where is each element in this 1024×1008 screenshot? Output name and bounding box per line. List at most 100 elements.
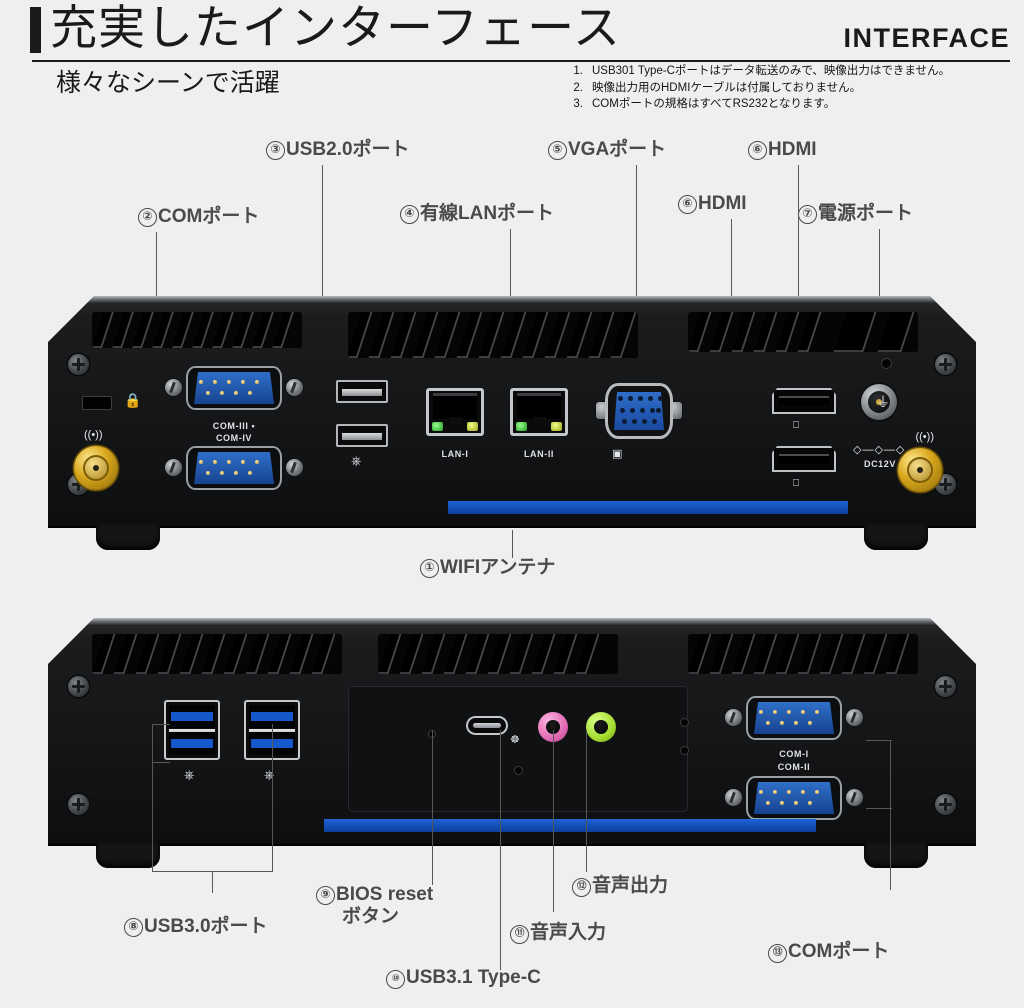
front-screw-top-left — [68, 676, 89, 697]
lock-icon: 🔒 — [124, 392, 142, 408]
callout-number-1: ① — [420, 559, 439, 578]
silk-com34-line1: COM-III • — [212, 421, 256, 431]
callout-number-13: ⑬ — [768, 944, 787, 963]
rear-foot-left — [96, 524, 160, 550]
leader-line-hdmi-upper — [798, 165, 800, 392]
callout-text: COMポート — [158, 206, 260, 227]
front-center-plate — [348, 686, 688, 812]
note-text: USB301 Type-Cポートはデータ転送のみで、映像出力はできません。 — [592, 65, 951, 77]
com1-jackscrew-left — [725, 709, 742, 726]
leader-line-usb3-tick-b — [152, 762, 170, 764]
kensington-lock-slot — [82, 396, 112, 410]
rear-vent-hole — [881, 358, 892, 369]
leader-line-com-front-tick-b — [866, 808, 892, 810]
usb3-port-stack-1 — [164, 700, 220, 760]
rear-bevel-right — [930, 296, 976, 342]
leader-line-typec — [500, 730, 502, 970]
usb2-port-bottom — [336, 424, 388, 447]
leader-line-wifi — [512, 530, 514, 558]
rear-vent-right — [688, 312, 918, 352]
dc-power-jack — [861, 384, 897, 420]
front-bevel-left — [48, 618, 94, 664]
rear-panel-device: 🔒 ((•)) ((•)) COM-III • COM-IV — [48, 296, 976, 550]
callout-text: 音声出力 — [592, 875, 669, 896]
front-foot-right — [864, 842, 928, 868]
callout-number-9: ⑨ — [316, 886, 335, 905]
title-accent-bar — [30, 7, 41, 53]
display-icon-vga: ▣ — [612, 448, 623, 460]
callout-number-7: ⑦ — [798, 205, 817, 224]
callout-text: USB3.0ポート — [144, 916, 268, 937]
usb-icon-front-2: ⎈ — [264, 767, 275, 782]
rear-screw-top-right — [935, 354, 956, 375]
rear-bevel-left — [48, 296, 94, 342]
front-hole-b — [680, 746, 689, 755]
plate-screw-icon: ☸ — [510, 734, 520, 746]
page-header: 充実したインターフェース INTERFACE — [0, 0, 1024, 62]
audio-output-jack — [586, 712, 616, 742]
front-screw-top-right — [935, 676, 956, 697]
note-number: 1. — [573, 65, 583, 77]
lan-port-1 — [426, 388, 484, 436]
leader-line-usb3-stem — [212, 871, 214, 893]
front-foot-left — [96, 842, 160, 868]
usb-icon-rear: ⎈ — [351, 453, 362, 468]
page-title-english: INTERFACE — [843, 23, 1010, 53]
silk-com1: COM-I — [779, 749, 809, 759]
callout-text: USB2.0ポート — [286, 139, 410, 160]
callout-number-2: ② — [138, 208, 157, 227]
header-divider — [32, 60, 1010, 62]
callout-number-12: ⑫ — [572, 878, 591, 897]
callout-text: VGAポート — [568, 139, 667, 160]
leader-line-bios-reset — [432, 730, 434, 885]
lan-port-2 — [510, 388, 568, 436]
silk-com2: COM-II — [777, 762, 811, 772]
callout-text: WIFIアンテナ — [440, 557, 556, 578]
display-icon-hdmi-2: ⎕ — [793, 478, 799, 489]
rear-accent-bar — [448, 501, 848, 514]
com4-jackscrew-left — [165, 459, 182, 476]
front-plate-hole — [514, 766, 523, 775]
com3-jackscrew-left — [165, 379, 182, 396]
front-top-strip — [48, 618, 976, 625]
notes-list: 1. USB301 Type-Cポートはデータ転送のみで、映像出力はできません。… — [566, 63, 1018, 113]
leader-line-audio-out — [586, 730, 588, 872]
hdmi-port-1 — [772, 388, 836, 414]
ground-icon: ⏚ — [876, 394, 890, 410]
callout-text: 音声入力 — [530, 922, 607, 943]
usb31-typec-port — [468, 718, 506, 733]
front-panel-device: ⎈ ⎈ ☸ COM-I COM — [48, 618, 976, 868]
callout-text: USB3.1 Type-C — [406, 967, 541, 988]
rear-screw-bottom-right — [935, 474, 956, 495]
front-screw-bottom-right — [935, 794, 956, 815]
front-vent-left — [92, 634, 342, 674]
audio-input-jack — [538, 712, 568, 742]
front-hole-a — [680, 718, 689, 727]
page-subtitle: 様々なシーンで活躍 — [56, 69, 280, 97]
com3-jackscrew-right — [286, 379, 303, 396]
front-vent-right — [688, 634, 918, 674]
silk-dc12v: DC12V — [863, 459, 896, 469]
com2-jackscrew-left — [725, 789, 742, 806]
wifi-antenna-connector-left — [74, 446, 118, 490]
callout-text: 電源ポート — [818, 203, 914, 224]
com1-jackscrew-right — [846, 709, 863, 726]
note-text: 映像出力用のHDMIケーブルは付属しておりません。 — [592, 81, 862, 94]
rear-screw-top-left — [68, 354, 89, 375]
callout-number-10: ⑩ — [386, 970, 405, 989]
silk-com34-line2: COM-IV — [215, 433, 253, 443]
leader-line-com-front — [890, 740, 892, 890]
callout-text: HDMI — [768, 139, 817, 160]
usb2-port-top — [336, 380, 388, 403]
com-port-1 — [748, 698, 840, 738]
callout-number-5: ⑤ — [548, 141, 567, 160]
